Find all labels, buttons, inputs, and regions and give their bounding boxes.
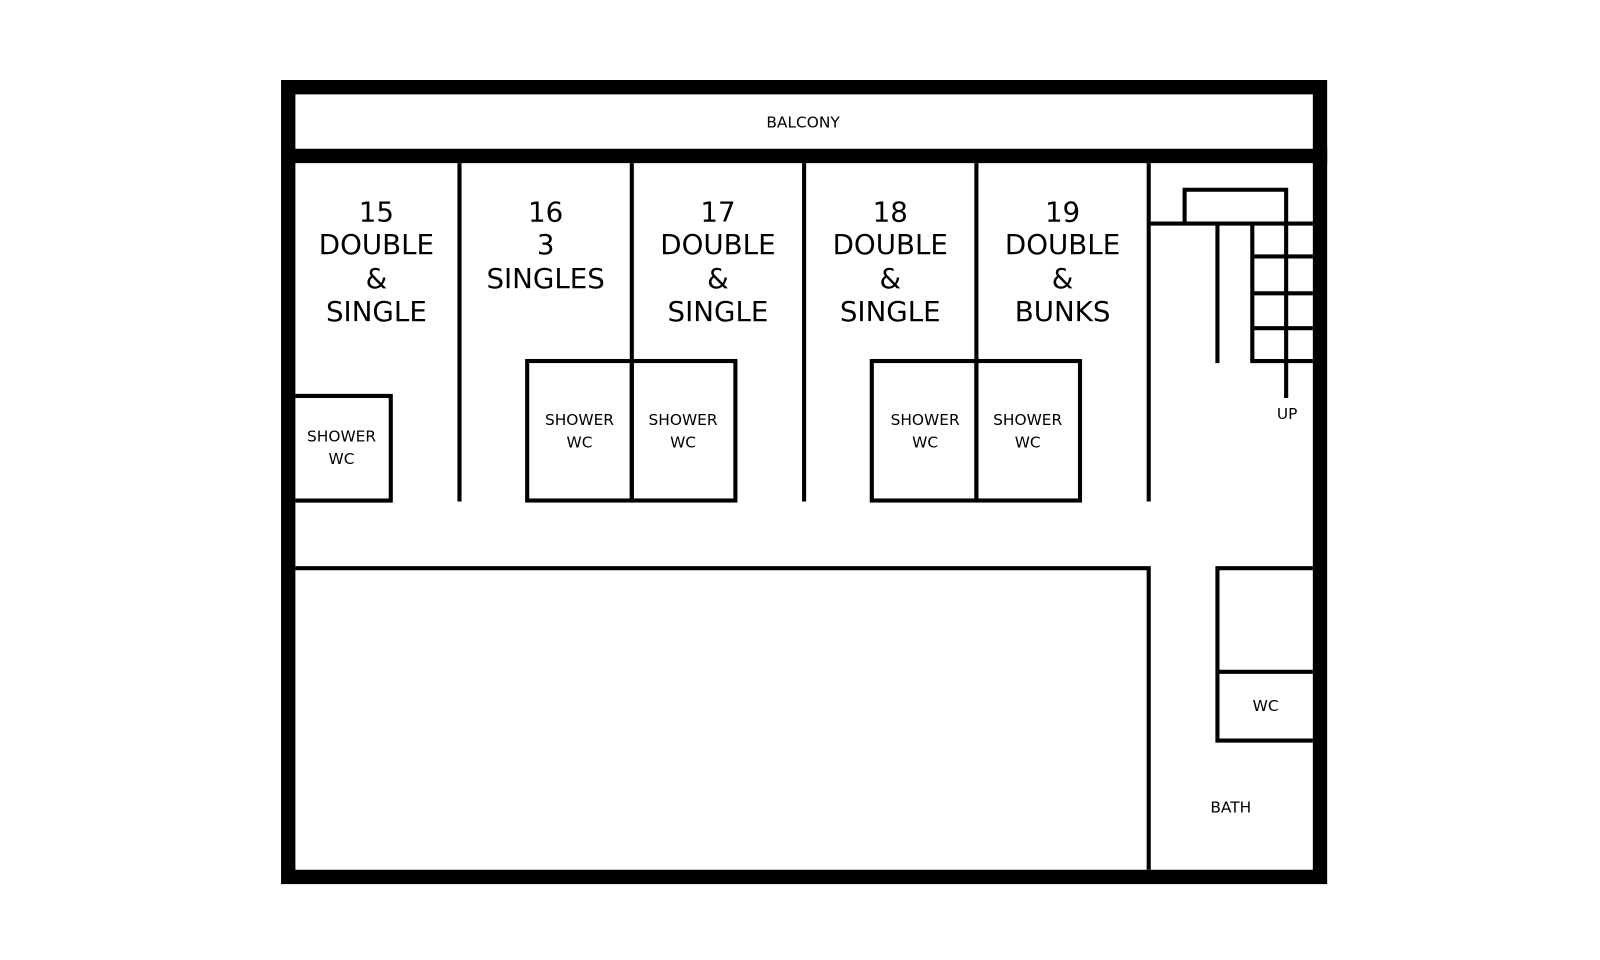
svg-text:SHOWER: SHOWER <box>891 411 960 429</box>
ensuite-room-17: SHOWER WC <box>649 411 718 452</box>
svg-text:18: 18 <box>873 195 908 228</box>
svg-text:WC: WC <box>567 434 593 452</box>
svg-text:WC: WC <box>1015 434 1041 452</box>
svg-text:19: 19 <box>1045 195 1080 228</box>
svg-text:DOUBLE: DOUBLE <box>833 228 948 261</box>
svg-text:SINGLE: SINGLE <box>326 295 427 328</box>
svg-text:SINGLE: SINGLE <box>668 295 769 328</box>
room-18-label: 18 DOUBLE & SINGLE <box>833 195 948 327</box>
svg-text:DOUBLE: DOUBLE <box>660 228 775 261</box>
svg-text:SHOWER: SHOWER <box>649 411 718 429</box>
svg-text:WC: WC <box>912 434 938 452</box>
svg-text:16: 16 <box>528 195 563 228</box>
svg-text:&: & <box>707 262 729 295</box>
svg-text:WC: WC <box>670 434 696 452</box>
balcony-label: BALCONY <box>766 114 840 132</box>
staircase <box>1148 187 1313 398</box>
svg-text:DOUBLE: DOUBLE <box>1005 228 1120 261</box>
bath-label: BATH <box>1210 799 1251 817</box>
wc-label: WC <box>1253 697 1279 715</box>
svg-text:3: 3 <box>537 228 555 261</box>
room-dividers <box>457 163 1151 502</box>
svg-text:&: & <box>1052 262 1074 295</box>
svg-text:17: 17 <box>700 195 735 228</box>
lower-walls <box>295 566 1313 870</box>
svg-text:SINGLE: SINGLE <box>840 295 941 328</box>
ensuite-walls <box>295 358 1083 503</box>
svg-text:DOUBLE: DOUBLE <box>319 228 434 261</box>
ensuite-room-18: SHOWER WC <box>891 411 960 452</box>
svg-text:&: & <box>366 262 388 295</box>
stairs-up-label: UP <box>1277 405 1298 423</box>
svg-text:SHOWER: SHOWER <box>307 427 376 445</box>
ensuite-room-19: SHOWER WC <box>993 411 1062 452</box>
svg-text:SHOWER: SHOWER <box>545 411 614 429</box>
svg-text:&: & <box>879 262 901 295</box>
room-19-label: 19 DOUBLE & BUNKS <box>1005 195 1120 327</box>
svg-text:WC: WC <box>329 450 355 468</box>
svg-text:15: 15 <box>359 195 394 228</box>
outer-wall <box>281 79 1328 885</box>
ensuite-room-16: SHOWER WC <box>545 411 614 452</box>
ensuite-room-15: SHOWER WC <box>307 427 376 468</box>
room-16-label: 16 3 SINGLES <box>486 195 604 295</box>
room-17-label: 17 DOUBLE & SINGLE <box>660 195 775 327</box>
svg-text:BUNKS: BUNKS <box>1015 295 1111 328</box>
svg-text:SINGLES: SINGLES <box>486 262 604 295</box>
room-15-label: 15 DOUBLE & SINGLE <box>319 195 434 327</box>
svg-text:SHOWER: SHOWER <box>993 411 1062 429</box>
